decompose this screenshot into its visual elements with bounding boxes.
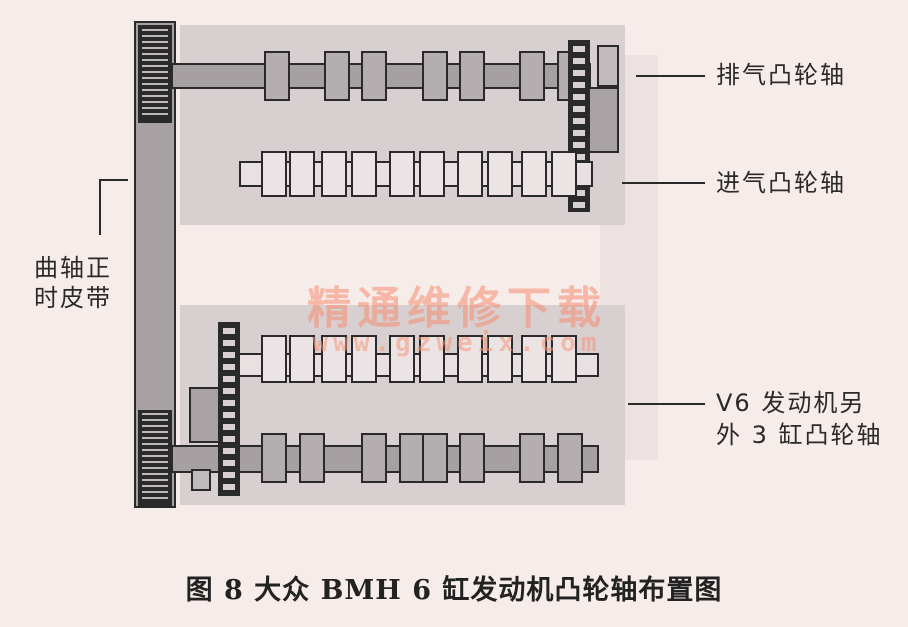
cam-lobe <box>422 433 448 483</box>
upper-gear-housing <box>587 87 619 153</box>
gear-tooth <box>573 142 585 148</box>
gear-tooth <box>573 190 585 196</box>
lower-gear-housing <box>189 387 221 443</box>
gear-tooth <box>223 400 235 406</box>
cam-lobe <box>459 51 485 101</box>
gear-tooth <box>573 154 585 160</box>
cam-lobe <box>299 433 325 483</box>
gear-tooth <box>573 106 585 112</box>
cam-lobe <box>289 151 315 197</box>
cam-lobe <box>459 433 485 483</box>
cam-lobe <box>261 335 287 383</box>
cam-lobe <box>321 335 347 383</box>
cam-lobe <box>361 433 387 483</box>
label-intake-camshaft: 进气凸轮轴 <box>716 169 846 197</box>
gear-tooth <box>223 460 235 466</box>
cam-lobe <box>321 151 347 197</box>
cam-lobe <box>361 51 387 101</box>
watermark-url: www.gzweix.com <box>312 328 602 358</box>
cam-lobe <box>261 151 287 197</box>
gear-tooth <box>223 352 235 358</box>
cam-lobe <box>557 433 583 483</box>
gear-tooth <box>573 130 585 136</box>
gear-tooth <box>223 436 235 442</box>
label-exhaust-camshaft: 排气凸轮轴 <box>716 61 846 89</box>
cam-lobe <box>521 151 547 197</box>
gear-tooth <box>223 412 235 418</box>
cam-lobe <box>399 433 425 483</box>
cam-lobe <box>324 51 350 101</box>
upper-gear-cap <box>597 45 619 87</box>
gear-tooth <box>573 118 585 124</box>
gear-tooth <box>573 202 585 208</box>
gear-tooth <box>223 328 235 334</box>
cam-lobe <box>487 151 513 197</box>
cam-lobe <box>351 151 377 197</box>
cam-lobe <box>351 335 377 383</box>
cam-lobe <box>551 335 577 383</box>
label-other-bank-line1: V6 发动机另 <box>716 389 866 417</box>
gear-tooth <box>223 484 235 490</box>
gear-tooth <box>573 70 585 76</box>
cam-lobe <box>487 335 513 383</box>
cam-lobe <box>551 151 577 197</box>
cam-lobe <box>264 51 290 101</box>
label-timing-belt-line2: 时皮带 <box>34 284 112 312</box>
lower-gear-stack <box>218 322 240 496</box>
gear-tooth <box>223 340 235 346</box>
cam-lobe <box>521 335 547 383</box>
cam-lobe <box>457 335 483 383</box>
label-other-bank-line2: 外 3 缸凸轮轴 <box>716 421 883 449</box>
gear-tooth <box>573 46 585 52</box>
gear-tooth <box>573 82 585 88</box>
cam-lobe <box>457 151 483 197</box>
cam-lobe <box>419 151 445 197</box>
cam-lobe <box>519 433 545 483</box>
gear-tooth <box>223 376 235 382</box>
gear-tooth <box>223 472 235 478</box>
cam-lobe <box>419 335 445 383</box>
cam-lobe <box>519 51 545 101</box>
cam-lobe <box>261 433 287 483</box>
figure-caption: 图 8 大众 BMH 6 缸发动机凸轮轴布置图 <box>185 575 723 606</box>
watermark-text: 精通维修下载 <box>307 283 607 334</box>
gear-tooth <box>573 94 585 100</box>
gear-tooth <box>573 58 585 64</box>
gear-tooth <box>223 448 235 454</box>
gear-tooth <box>223 424 235 430</box>
cam-lobe <box>289 335 315 383</box>
cam-lobe <box>422 51 448 101</box>
cam-lobe <box>389 335 415 383</box>
cam-lobe <box>389 151 415 197</box>
lower-gear-cap <box>191 469 211 491</box>
gear-tooth <box>223 364 235 370</box>
gear-tooth <box>223 388 235 394</box>
label-timing-belt-line1: 曲轴正 <box>34 254 112 282</box>
leader-timing-belt <box>99 179 128 235</box>
